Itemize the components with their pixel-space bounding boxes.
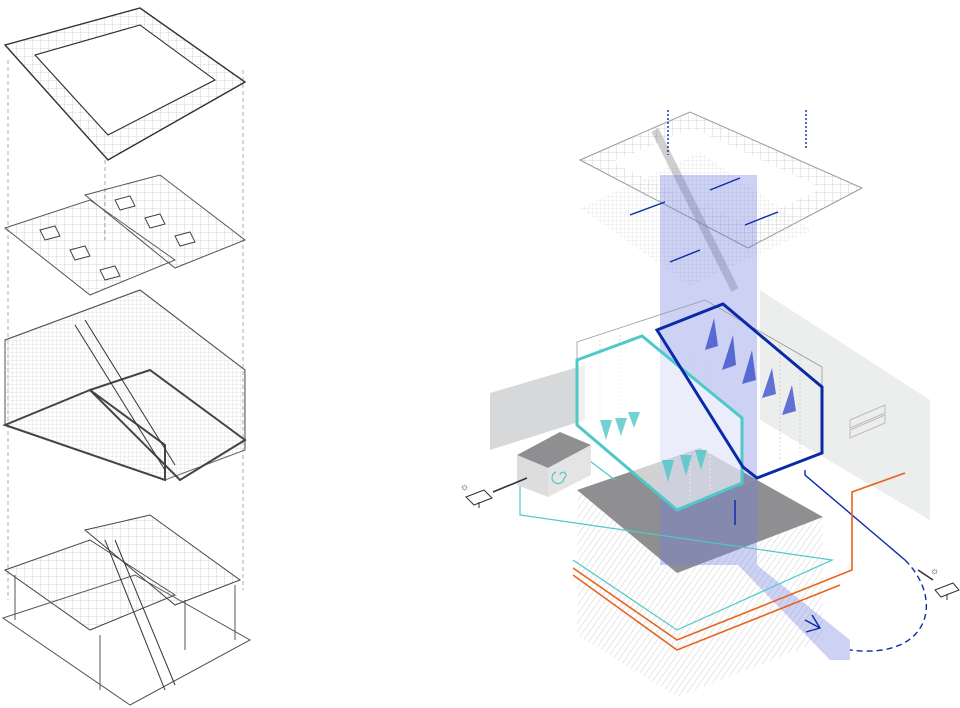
cool-air-cones <box>600 412 707 482</box>
solar-panel-icon: ☼ <box>460 482 493 508</box>
structure-box <box>2 289 247 482</box>
fan-unit <box>517 432 591 497</box>
solar-panel-icon: ☼ <box>930 566 960 600</box>
base-right-face <box>677 517 823 697</box>
roof-screen <box>580 152 812 285</box>
heat-loop <box>572 472 906 641</box>
skylight-slabs <box>3 174 247 296</box>
rain-cones <box>705 318 796 415</box>
arrow-icon <box>492 477 528 493</box>
spiral-fan-icon <box>551 471 567 485</box>
cool-loop <box>519 480 835 631</box>
water-zone <box>654 302 824 480</box>
base-left-face <box>577 490 677 697</box>
base-structure <box>1 514 252 706</box>
wall-panel-left <box>490 365 585 450</box>
heat-loop-inner <box>572 574 841 651</box>
environmental-diagram: ☼ ☼ <box>460 110 960 697</box>
base-top <box>577 448 823 573</box>
sun-icon: ☼ <box>460 482 469 493</box>
water-shaft <box>738 565 850 660</box>
arrow-icon <box>917 569 934 581</box>
flow-arrows <box>629 110 927 652</box>
sun-icon: ☼ <box>930 566 939 577</box>
exploded-axonometric <box>1 7 252 706</box>
roof-frame <box>3 7 247 161</box>
wall-panel-right <box>760 290 930 520</box>
